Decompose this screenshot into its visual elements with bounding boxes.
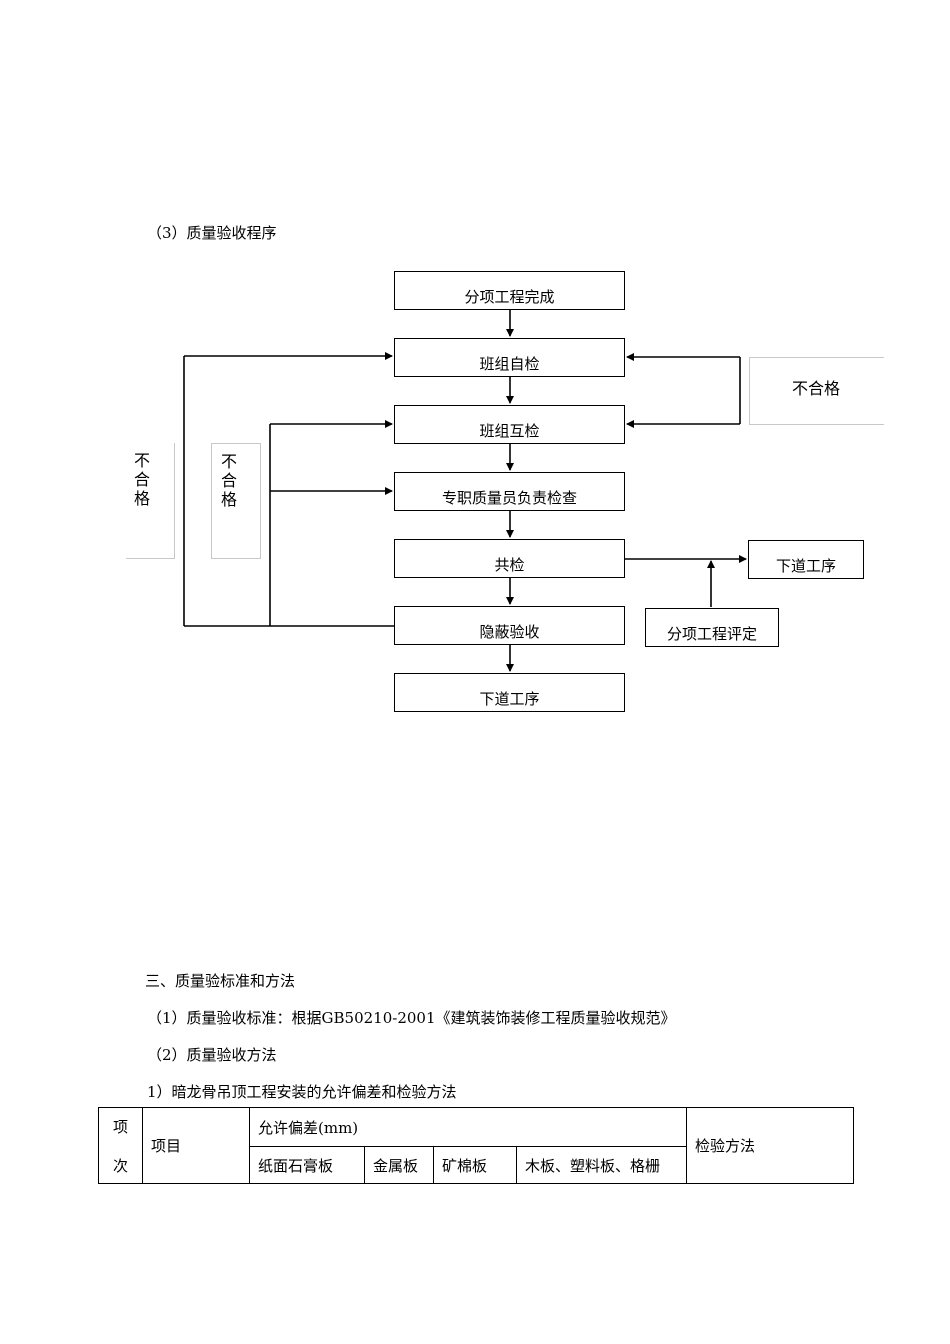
section3-standard: （1）质量验收标准：根据GB50210-2001《建筑装饰装修工程质量验收规范》 [147,1009,676,1027]
table-header-tolerance: 允许偏差(mm) [249,1107,687,1147]
section3-method: （2）质量验收方法 [147,1046,277,1064]
section3-item1: 1）暗龙骨吊顶工程安装的允许偏差和检验方法 [147,1083,457,1101]
flow-box-quality-inspector-check: 专职质量员负责检查 [394,472,625,511]
table-header-index: 项 次 [98,1107,143,1184]
fail-label-left-outer: 不合格 [126,443,175,559]
flow-box-next-process-right: 下道工序 [748,540,864,579]
table-subheader-metal: 金属板 [364,1146,434,1184]
flow-box-subitem-complete: 分项工程完成 [394,271,625,310]
flow-box-team-self-check: 班组自检 [394,338,625,377]
table-subheader-gypsum: 纸面石膏板 [249,1146,365,1184]
fail-label-left-outer-text: 不合格 [134,451,151,508]
tolerance-table: 项 次 项目 允许偏差(mm) 检验方法 纸面石膏板 金属板 矿棉板 木板、塑料… [98,1107,854,1184]
table-header-method: 检验方法 [686,1107,854,1184]
flow-box-joint-inspection: 共检 [394,539,625,578]
flow-box-next-process: 下道工序 [394,673,625,712]
procedure-heading: （3）质量验收程序 [147,224,277,242]
fail-label-left-inner: 不合格 [211,443,261,559]
flow-box-team-mutual-check: 班组互检 [394,405,625,444]
fail-label-right: 不合格 [749,357,884,425]
fail-label-left-inner-text: 不合格 [221,452,238,509]
section3-title: 三、质量验标准和方法 [145,972,296,990]
table-header-item: 项目 [142,1107,250,1184]
table-subheader-wood-plastic-grille: 木板、塑料板、格栅 [516,1146,687,1184]
flow-box-subitem-evaluation: 分项工程评定 [645,608,779,647]
table-subheader-mineral-wool: 矿棉板 [433,1146,517,1184]
flow-box-concealed-acceptance: 隐蔽验收 [394,606,625,645]
